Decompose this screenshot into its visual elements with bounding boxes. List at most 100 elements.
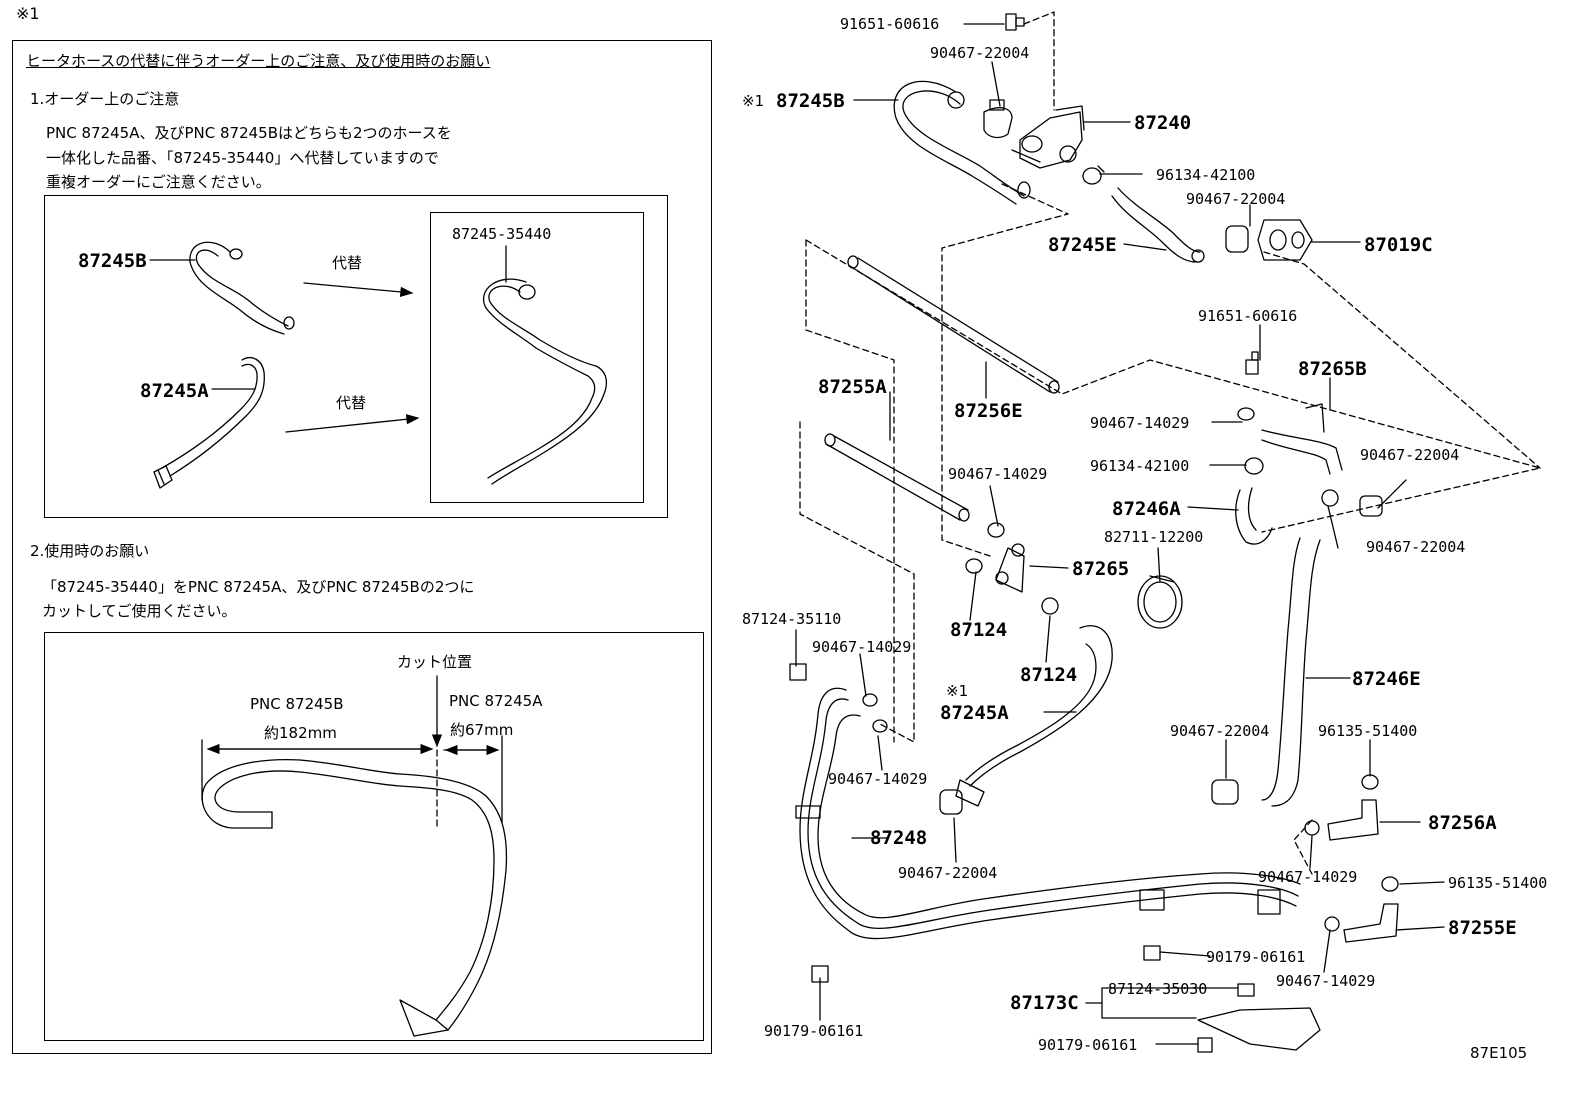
clip-96134-mid <box>1244 457 1264 475</box>
part-label: 87255E <box>1448 917 1517 939</box>
right-pnc-label: PNC 87245A <box>449 692 543 710</box>
section1-line: 一体化した品番、「87245-35440」へ代替していますので <box>46 149 439 167</box>
section2-heading: 2.使用時のお願い <box>30 542 150 560</box>
part-label: 87256A <box>1428 812 1497 834</box>
hose-87245a-drawing <box>153 357 265 489</box>
clip-90467-22004-b <box>1359 495 1383 517</box>
cut-dimension-drawing <box>201 675 503 831</box>
valve-87240 <box>1011 105 1085 169</box>
part-label: 90467-14029 <box>1258 868 1358 886</box>
replacement-box <box>44 195 668 518</box>
part-label: 87124-35030 <box>1108 980 1208 998</box>
replace-word: 代替 <box>332 254 363 272</box>
clip-96134-top <box>1082 165 1105 185</box>
note-mark: ※1 <box>16 4 40 23</box>
clip-90467-14029-d <box>1304 820 1320 836</box>
clip-87124-35030 <box>1237 983 1255 997</box>
section1-line: PNC 87245A、及びPNC 87245Bはどちらも2つのホースを <box>46 124 452 142</box>
section1-line: 重複オーダーにご注意ください。 <box>46 173 271 191</box>
part-label: 87019C <box>1364 234 1433 256</box>
bolt-91651-top <box>1005 13 1025 31</box>
part-label: 91651-60616 <box>1198 307 1298 325</box>
part-label: 87173C <box>1010 992 1079 1014</box>
part-label: 90467-14029 <box>1276 972 1376 990</box>
hose-87245-35440-drawing <box>483 278 608 485</box>
hose-87255e-part <box>1343 903 1399 943</box>
part-label: 87255A <box>818 376 887 398</box>
part-label: 96134-42100 <box>1090 457 1190 475</box>
part-label: 87265 <box>1072 558 1130 580</box>
note-mark-label: ※1 <box>946 682 969 700</box>
pipe-87265b <box>1261 403 1343 475</box>
band-82711 <box>1137 575 1183 629</box>
part-label: 82711-12200 <box>1104 528 1204 546</box>
part-label: 90467-14029 <box>1090 414 1190 432</box>
section1-heading: 1.オーダー上のご注意 <box>30 90 180 108</box>
part-label: 91651-60616 <box>840 15 940 33</box>
part-label: 87246E <box>1352 668 1421 690</box>
right-length-label: 約67mm <box>450 721 514 739</box>
part-label: 87245B <box>776 90 845 112</box>
hose-87245b-part <box>893 80 1031 205</box>
part-label: 96135-51400 <box>1448 874 1548 892</box>
dashed-guides <box>799 11 1541 875</box>
clip-87124-a <box>965 558 983 574</box>
part-label: 87240 <box>1134 112 1192 134</box>
part-label: 90179-06161 <box>1206 948 1306 966</box>
clip-96135-b <box>1381 876 1399 892</box>
pipe-87255a <box>824 433 970 522</box>
clip-90467-22004-c <box>1321 489 1339 507</box>
part-label: 90179-06161 <box>1038 1036 1138 1054</box>
grommet-87019c <box>1257 219 1313 261</box>
clamp-90467-right <box>1225 225 1249 253</box>
part-label: 90467-22004 <box>1360 446 1460 464</box>
clip-90467-14029-a <box>1237 407 1255 421</box>
notice-panel <box>12 40 712 1054</box>
section2-line: カットしてご使用ください。 <box>42 602 237 620</box>
part-label: 87124-35110 <box>742 610 842 628</box>
clip-90467-14029-c <box>862 693 878 707</box>
cut-box <box>44 632 704 1041</box>
part-label: 87124 <box>1020 664 1078 686</box>
notice-title: ヒータホースの代替に伴うオーダー上のご注意、及び使用時のお願い <box>26 52 491 70</box>
clip-87124-35110 <box>789 663 807 681</box>
cut-position-label: カット位置 <box>397 653 473 671</box>
hose-87246a-part <box>1235 487 1273 545</box>
part-label: 87256E <box>954 400 1023 422</box>
part-label: 90467-14029 <box>828 770 928 788</box>
label-87245a: 87245A <box>140 380 209 402</box>
pipe-87265 <box>995 543 1025 593</box>
part-label: 90467-22004 <box>1366 538 1466 556</box>
clip-90467-14029-e <box>872 719 888 733</box>
clip-87124-b <box>1041 597 1059 615</box>
part-label: 90467-22004 <box>930 44 1030 62</box>
note-mark-label: ※1 <box>742 92 765 110</box>
left-pnc-label: PNC 87245B <box>250 695 344 713</box>
replace-word: 代替 <box>336 394 367 412</box>
part-label: 87248 <box>870 827 928 849</box>
part-label: 87246A <box>1112 498 1181 520</box>
clip-90467-14029-f <box>1324 916 1340 932</box>
notice-drawings <box>149 241 608 1037</box>
part-label: 87265B <box>1298 358 1367 380</box>
cut-hose-drawing <box>201 759 508 1037</box>
part-label: 90467-22004 <box>898 864 998 882</box>
part-label: 90467-14029 <box>948 465 1048 483</box>
clip-96135-a <box>1361 774 1379 790</box>
part-label: 87124 <box>950 619 1008 641</box>
bracket-87173c <box>1197 1007 1321 1051</box>
new-part-number: 87245-35440 <box>452 225 552 243</box>
section2-line: 「87245-35440」をPNC 87245A、及びPNC 87245Bの2つ… <box>42 578 475 596</box>
replace-arrow-2 <box>285 414 420 433</box>
nut-90179-c <box>1197 1037 1213 1053</box>
clamp-90467-top <box>983 99 1013 139</box>
left-length-label: 約182mm <box>264 724 337 742</box>
hose-87245b-drawing <box>189 241 295 335</box>
figure-code: 87E105 <box>1470 1044 1528 1062</box>
nut-90179-b <box>811 965 829 983</box>
hose-87256a-part <box>1327 799 1379 841</box>
new-part-box <box>430 212 644 503</box>
part-label: 90467-14029 <box>812 638 912 656</box>
part-label: 96135-51400 <box>1318 722 1418 740</box>
